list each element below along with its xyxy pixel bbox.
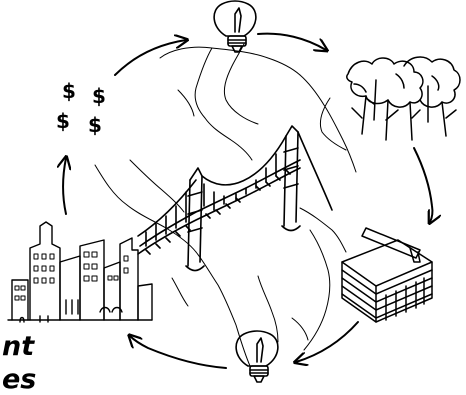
cropped-caption-line-2: es [2,364,37,395]
globe-icon [94,43,357,367]
dollar-sign: $ [88,113,102,137]
dollar-sign: $ [92,84,106,108]
lightbulb-icon [213,0,257,53]
money-icon: $ $ $ $ [56,79,106,137]
lightbulb-icon [235,330,279,383]
forest-icon [346,56,461,141]
dollar-sign: $ [56,109,70,133]
suspension-bridge-icon [137,125,333,272]
dollar-sign: $ [62,79,76,103]
city-icon [7,221,153,323]
cycle-arrows [63,32,432,369]
cropped-caption-line-1: nt [2,331,35,362]
lumber-icon [341,227,433,323]
